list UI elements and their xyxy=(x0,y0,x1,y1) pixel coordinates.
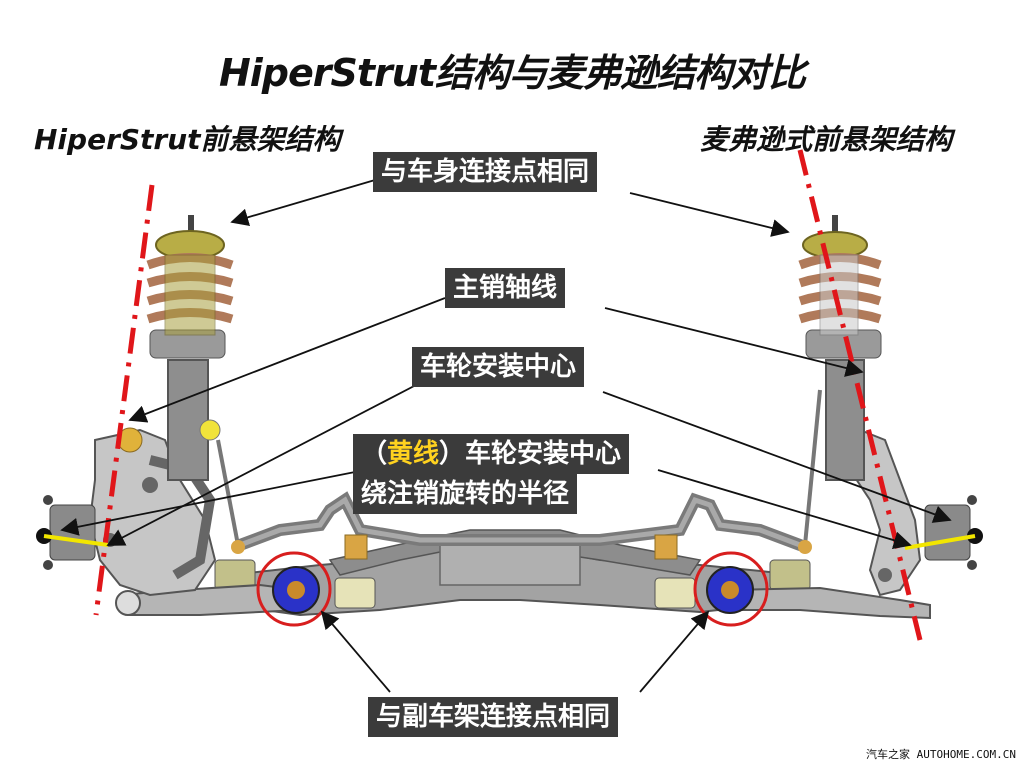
callout-subframe-mount: 与副车架连接点相同 xyxy=(368,697,619,737)
anti-roll-bar xyxy=(234,491,806,560)
right-structure-label: 麦弗逊式前悬架结构 xyxy=(700,123,953,156)
left-hub xyxy=(36,495,96,570)
callout-radius-line1: （黄线）车轮安装中心 xyxy=(353,434,630,474)
callout-body-mount: 与车身连接点相同 xyxy=(373,152,598,192)
right-subframe-bushing xyxy=(693,551,769,627)
radius-yellow-word: 黄线 xyxy=(387,439,440,469)
leader-arrows xyxy=(60,179,952,693)
right-kingpin-axis xyxy=(797,149,923,641)
right-hub xyxy=(924,495,983,570)
right-radius-line xyxy=(904,534,976,550)
page-title: HiperStrut结构与麦弗逊结构对比 xyxy=(218,51,806,95)
left-strut xyxy=(146,215,245,554)
callout-radius-line2: 绕注销旋转的半径 xyxy=(353,474,578,514)
callout-wheel-center: 车轮安装中心 xyxy=(412,347,585,387)
left-radius-line xyxy=(43,534,109,547)
radius-paren-close: ）车轮安装中心 xyxy=(439,439,622,469)
callout-kingpin-axis: 主销轴线 xyxy=(445,268,566,308)
right-strut xyxy=(798,215,882,554)
left-structure-label: HiperStrut前悬架结构 xyxy=(34,123,341,156)
watermark: 汽车之家 AUTOHOME.COM.CN xyxy=(866,748,1016,761)
right-lower-arm xyxy=(729,586,931,620)
left-subframe-bushing xyxy=(256,551,332,627)
radius-paren-open: （ xyxy=(361,439,388,469)
